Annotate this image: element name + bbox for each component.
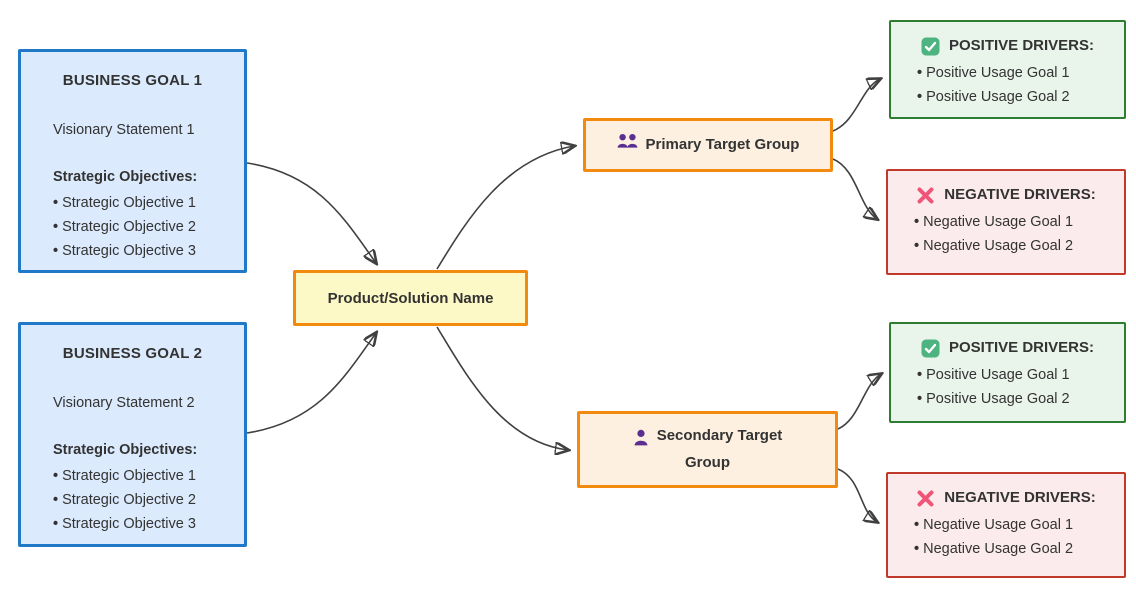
strategic-objectives-label: Strategic Objectives: — [53, 169, 198, 185]
list-item: Strategic Objective 1 — [53, 191, 228, 215]
product-solution-label: Product/Solution Name — [327, 289, 494, 307]
positive-drivers-title-row: POSITIVE DRIVERS: — [901, 336, 1114, 360]
negative-drivers-title-row: NEGATIVE DRIVERS: — [898, 183, 1114, 207]
business-goal-2-box: BUSINESS GOAL 2 Visionary Statement 2 St… — [18, 322, 247, 547]
check-icon — [921, 339, 940, 358]
check-icon — [921, 37, 940, 56]
edge-goal2-product — [246, 333, 376, 434]
edge-primary-positive — [832, 79, 880, 132]
list-item: Strategic Objective 2 — [53, 488, 228, 512]
list-item: Strategic Objective 2 — [53, 215, 228, 239]
edge-product-secondary — [436, 326, 568, 450]
negative-drivers-title: NEGATIVE DRIVERS: — [944, 489, 1096, 506]
positive-drivers-title: POSITIVE DRIVERS: — [948, 37, 1095, 54]
list-item: Strategic Objective 3 — [53, 239, 228, 263]
positive-drivers-list: Positive Usage Goal 1 Positive Usage Goa… — [917, 61, 1114, 109]
positive-drivers-list: Positive Usage Goal 1 Positive Usage Goa… — [917, 363, 1114, 411]
business-goal-title: BUSINESS GOAL 1 — [62, 72, 203, 89]
secondary-target-group-box: Secondary Target Group — [577, 411, 838, 488]
strategic-objectives-list: Strategic Objective 1 Strategic Objectiv… — [53, 191, 228, 263]
negative-drivers-1-box: NEGATIVE DRIVERS: Negative Usage Goal 1 … — [886, 169, 1126, 275]
primary-target-group-label: Primary Target Group — [645, 136, 800, 153]
edge-secondary-negative — [837, 468, 877, 522]
list-item: Negative Usage Goal 1 — [914, 210, 1114, 234]
list-item: Positive Usage Goal 1 — [917, 363, 1114, 387]
edge-primary-negative — [832, 158, 877, 219]
negative-drivers-list: Negative Usage Goal 1 Negative Usage Goa… — [914, 210, 1114, 258]
positive-drivers-title: POSITIVE DRIVERS: — [948, 339, 1095, 356]
secondary-target-group-content: Secondary Target Group — [613, 424, 803, 475]
person-icon — [633, 427, 649, 451]
list-item: Negative Usage Goal 1 — [914, 513, 1114, 537]
list-item: Positive Usage Goal 2 — [917, 85, 1114, 109]
edge-product-primary — [436, 146, 574, 270]
visionary-statement: Visionary Statement 1 — [53, 122, 195, 138]
positive-drivers-title-row: POSITIVE DRIVERS: — [901, 34, 1114, 58]
negative-drivers-list: Negative Usage Goal 1 Negative Usage Goa… — [914, 513, 1114, 561]
list-item: Positive Usage Goal 2 — [917, 387, 1114, 411]
positive-drivers-2-box: POSITIVE DRIVERS: Positive Usage Goal 1 … — [889, 322, 1126, 423]
business-goal-1-box: BUSINESS GOAL 1 Visionary Statement 1 St… — [18, 49, 247, 273]
negative-drivers-2-box: NEGATIVE DRIVERS: Negative Usage Goal 1 … — [886, 472, 1126, 578]
edge-goal1-product — [246, 162, 376, 263]
people-icon — [617, 133, 638, 157]
strategic-objectives-list: Strategic Objective 1 Strategic Objectiv… — [53, 464, 228, 536]
secondary-target-group-label: Secondary Target Group — [656, 427, 783, 471]
list-item: Strategic Objective 1 — [53, 464, 228, 488]
edge-secondary-positive — [837, 374, 881, 430]
x-icon — [916, 489, 935, 508]
primary-target-group-box: Primary Target Group — [583, 118, 833, 172]
visionary-statement: Visionary Statement 2 — [53, 395, 195, 411]
product-solution-box: Product/Solution Name — [293, 270, 528, 326]
strategic-objectives-label: Strategic Objectives: — [53, 442, 198, 458]
positive-drivers-1-box: POSITIVE DRIVERS: Positive Usage Goal 1 … — [889, 20, 1126, 119]
list-item: Negative Usage Goal 2 — [914, 537, 1114, 561]
negative-drivers-title: NEGATIVE DRIVERS: — [944, 186, 1096, 203]
business-goal-title: BUSINESS GOAL 2 — [62, 345, 203, 362]
list-item: Negative Usage Goal 2 — [914, 234, 1114, 258]
negative-drivers-title-row: NEGATIVE DRIVERS: — [898, 486, 1114, 510]
list-item: Positive Usage Goal 1 — [917, 61, 1114, 85]
x-icon — [916, 186, 935, 205]
list-item: Strategic Objective 3 — [53, 512, 228, 536]
